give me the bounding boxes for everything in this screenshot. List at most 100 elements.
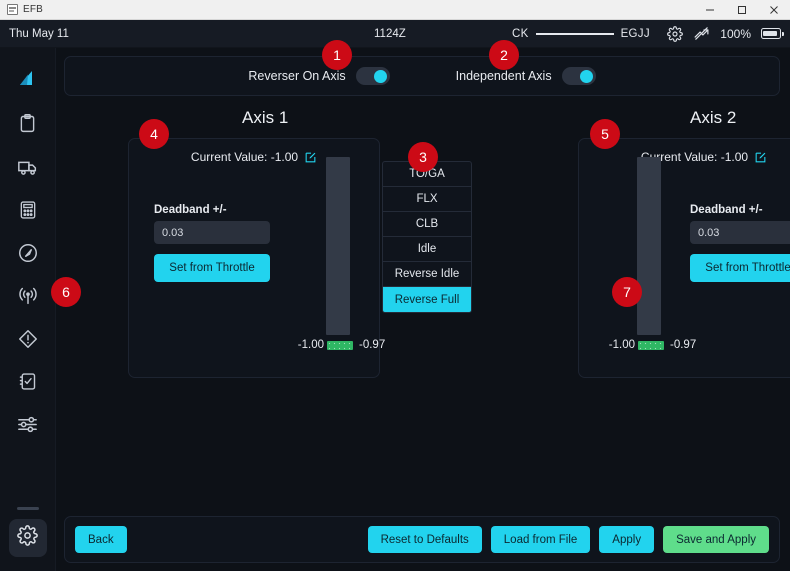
back-button[interactable]: Back: [75, 526, 127, 553]
broadcast-icon: [17, 285, 39, 312]
save-and-apply-button[interactable]: Save and Apply: [663, 526, 769, 553]
sidebar-item-performance[interactable]: [9, 193, 47, 231]
checklist-icon: [17, 371, 38, 397]
apply-button[interactable]: Apply: [599, 526, 655, 553]
sidebar-item-dispatch[interactable]: [9, 107, 47, 145]
axis1-current-value-label: Current Value: -1.00: [190, 150, 299, 164]
detent-item-clb[interactable]: CLB: [383, 212, 471, 237]
load-from-file-button[interactable]: Load from File: [490, 526, 591, 553]
axis2-gauge-deadband-bar: [638, 340, 664, 350]
axis1-current-value: Current Value: -1.00: [129, 150, 379, 164]
status-date: Thu May 11: [9, 27, 69, 40]
battery-percent: 100%: [720, 26, 751, 41]
axis1-panel: Current Value: -1.00 Deadband +/- Set fr…: [128, 138, 385, 378]
annotation-badge-5: 5: [590, 119, 620, 149]
gear-icon[interactable]: [667, 25, 684, 42]
status-bar: Thu May 11 1124Z CK EGJJ 100%: [0, 20, 790, 48]
compass-icon: [17, 242, 39, 269]
sidebar-item-ground-services[interactable]: [9, 150, 47, 188]
reset-to-defaults-button[interactable]: Reset to Defaults: [367, 526, 482, 553]
maximize-button[interactable]: [726, 0, 758, 20]
axis2-deadband-label: Deadband +/-: [690, 204, 763, 216]
annotation-badge-3: 3: [408, 142, 438, 172]
window-title-group: EFB: [0, 4, 43, 15]
content-area: Reverser On Axis Independent Axis Axis 1…: [56, 48, 790, 571]
axis1-gauge-deadband-bar: [327, 340, 353, 350]
axis2-set-from-throttle-button[interactable]: Set from Throttle: [690, 254, 790, 282]
detent-item-flx[interactable]: FLX: [383, 187, 471, 212]
sidebar-item-navigation[interactable]: [9, 236, 47, 274]
route-line: [535, 32, 614, 35]
axis1-gauge-track: [326, 157, 350, 335]
app-icon: [7, 4, 18, 15]
annotation-badge-7: 7: [612, 277, 642, 307]
axis1-title: Axis 1: [242, 108, 289, 127]
sidebar-item-settings-sliders[interactable]: [9, 408, 47, 446]
axis1-gauge-marks: -1.00 -0.97: [288, 335, 390, 355]
close-button[interactable]: [758, 0, 790, 20]
axis2-gauge-track: [637, 157, 661, 335]
minimize-button[interactable]: [694, 0, 726, 20]
axis2-current-value-label: Current Value: -1.00: [640, 150, 749, 164]
sidebar-item-failures[interactable]: [9, 322, 47, 360]
sliders-icon: [16, 413, 39, 441]
sidebar: [0, 48, 56, 571]
axis2-gauge-min: -1.00: [608, 339, 635, 351]
annotation-badge-1: 1: [322, 40, 352, 70]
edit-pencil-icon[interactable]: [304, 151, 317, 164]
reverser-on-axis-toggle[interactable]: [355, 67, 390, 85]
axis1-gauge: -1.00 -0.97: [298, 157, 385, 351]
axis2-deadband-block: Deadband +/- Set from Throttle: [690, 204, 790, 282]
window-title: EFB: [23, 4, 44, 15]
axis2-deadband-input[interactable]: [690, 221, 790, 244]
sidebar-item-atc[interactable]: [9, 279, 47, 317]
reverser-on-axis-group[interactable]: Reverser On Axis: [248, 67, 390, 85]
calculator-icon: [18, 200, 38, 225]
independent-axis-group[interactable]: Independent Axis: [456, 67, 596, 85]
edit-pencil-icon[interactable]: [754, 151, 767, 164]
reverser-on-axis-label: Reverser On Axis: [248, 69, 346, 83]
status-zulu-time: 1124Z: [374, 27, 406, 40]
detent-item-reverse-idle[interactable]: Reverse Idle: [383, 262, 471, 287]
axes-region: Axis 1 Axis 2 Current Value: -1.00: [64, 108, 790, 408]
axis1-gauge-max: -0.97: [359, 339, 386, 351]
footer-right-group: Reset to Defaults Load from File Apply S…: [367, 526, 769, 553]
detent-item-reverse-full[interactable]: Reverse Full: [383, 287, 471, 312]
independent-axis-toggle[interactable]: [561, 67, 596, 85]
window-controls: [694, 0, 790, 20]
sidebar-drag-handle[interactable]: [16, 507, 39, 510]
axis1-deadband-label: Deadband +/-: [154, 204, 227, 216]
axis1-gauge-min: -1.00: [297, 339, 324, 351]
battery-icon: [761, 28, 784, 39]
footer-action-bar: Back Reset to Defaults Load from File Ap…: [64, 516, 780, 563]
axis2-panel: Current Value: -1.00 Deadband +/- Set fr…: [578, 138, 790, 378]
axis1-set-from-throttle-button[interactable]: Set from Throttle: [154, 254, 270, 282]
annotation-badge-4: 4: [139, 119, 169, 149]
sidebar-item-settings[interactable]: [8, 519, 47, 557]
status-right-group: 100%: [667, 25, 784, 42]
annotation-badge-2: 2: [489, 40, 519, 70]
axis1-deadband-block: Deadband +/- Set from Throttle: [154, 204, 270, 282]
detent-item-idle[interactable]: Idle: [383, 237, 471, 262]
annotation-badge-6: 6: [51, 277, 81, 307]
independent-axis-label: Independent Axis: [455, 69, 552, 83]
sidebar-item-checklists[interactable]: [9, 365, 47, 403]
window-titlebar: EFB: [0, 0, 790, 20]
route-indicator: CK EGJJ: [512, 28, 650, 40]
brand-logo[interactable]: [9, 60, 47, 98]
axis-options-panel: Reverser On Axis Independent Axis: [64, 56, 780, 96]
truck-icon: [17, 156, 39, 183]
route-destination: EGJJ: [620, 27, 650, 40]
clipboard-icon: [17, 113, 38, 139]
app-body: Reverser On Axis Independent Axis Axis 1…: [0, 48, 790, 571]
axis2-gauge-marks: -1.00 -0.97: [599, 335, 701, 355]
axis1-deadband-input[interactable]: [154, 221, 270, 244]
no-signal-icon[interactable]: [693, 25, 710, 42]
axis2-gauge: -1.00 -0.97: [609, 157, 696, 351]
warning-diamond-icon: [17, 328, 39, 355]
detent-list: TO/GA FLX CLB Idle Reverse Idle Reverse …: [382, 161, 472, 313]
axis2-title: Axis 2: [690, 108, 737, 127]
efb-app: Thu May 11 1124Z CK EGJJ 100%: [0, 20, 790, 571]
route-origin: CK: [512, 27, 529, 40]
gear-icon: [17, 525, 38, 551]
